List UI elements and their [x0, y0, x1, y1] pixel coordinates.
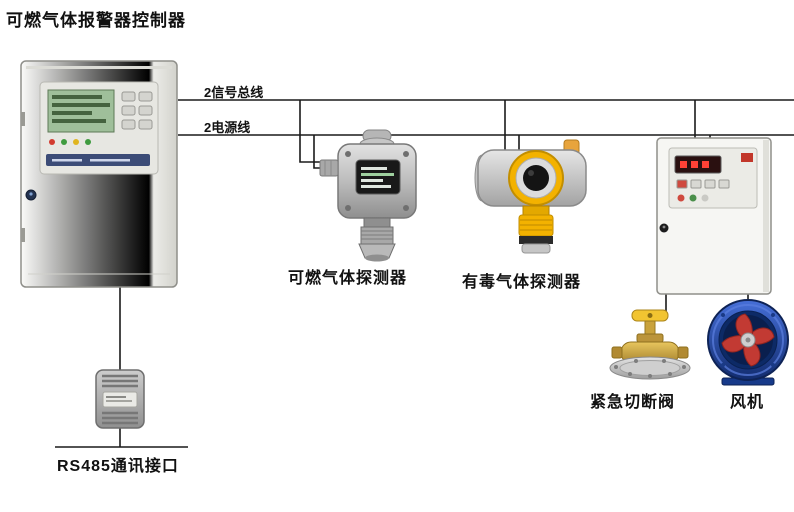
- shutoff-valve-label: 紧急切断阀: [590, 394, 676, 411]
- toxic-detector-icon: [474, 139, 587, 254]
- shutoff-valve-icon: [609, 309, 691, 380]
- panel-buttons: [676, 179, 730, 202]
- combustible-detector-icon: [319, 129, 417, 262]
- drop-combustible-signal: [299, 100, 320, 163]
- signal-bus-label: 2信号总线: [204, 85, 264, 100]
- fan-icon: [707, 299, 789, 386]
- toxic-detector-label: 有毒气体探测器: [462, 274, 582, 291]
- fan-control-box-icon: [656, 137, 772, 295]
- brand-logo: [741, 153, 753, 162]
- module-label: [102, 391, 138, 408]
- hinge-top: [21, 112, 25, 126]
- conduit-entry: [319, 159, 339, 177]
- detector-display: [355, 159, 401, 195]
- valve-stem: [644, 320, 656, 335]
- fan-impeller: [721, 313, 775, 367]
- page-title: 可燃气体报警器控制器: [6, 11, 186, 30]
- rs485-port-label: RS485通讯接口: [57, 458, 179, 475]
- fan-label: 风机: [730, 394, 765, 411]
- rs485-module-icon: [95, 369, 145, 429]
- panel-buttons: [121, 91, 153, 130]
- combustible-detector-label: 可燃气体探测器: [288, 270, 408, 287]
- drop-combustible-power: [313, 135, 320, 169]
- sensor-window: [523, 165, 549, 191]
- status-leds: [49, 139, 91, 145]
- power-line-label: 2电源线: [204, 120, 251, 135]
- hinge-bottom: [21, 228, 25, 242]
- controller-cabinet-icon: [20, 60, 178, 288]
